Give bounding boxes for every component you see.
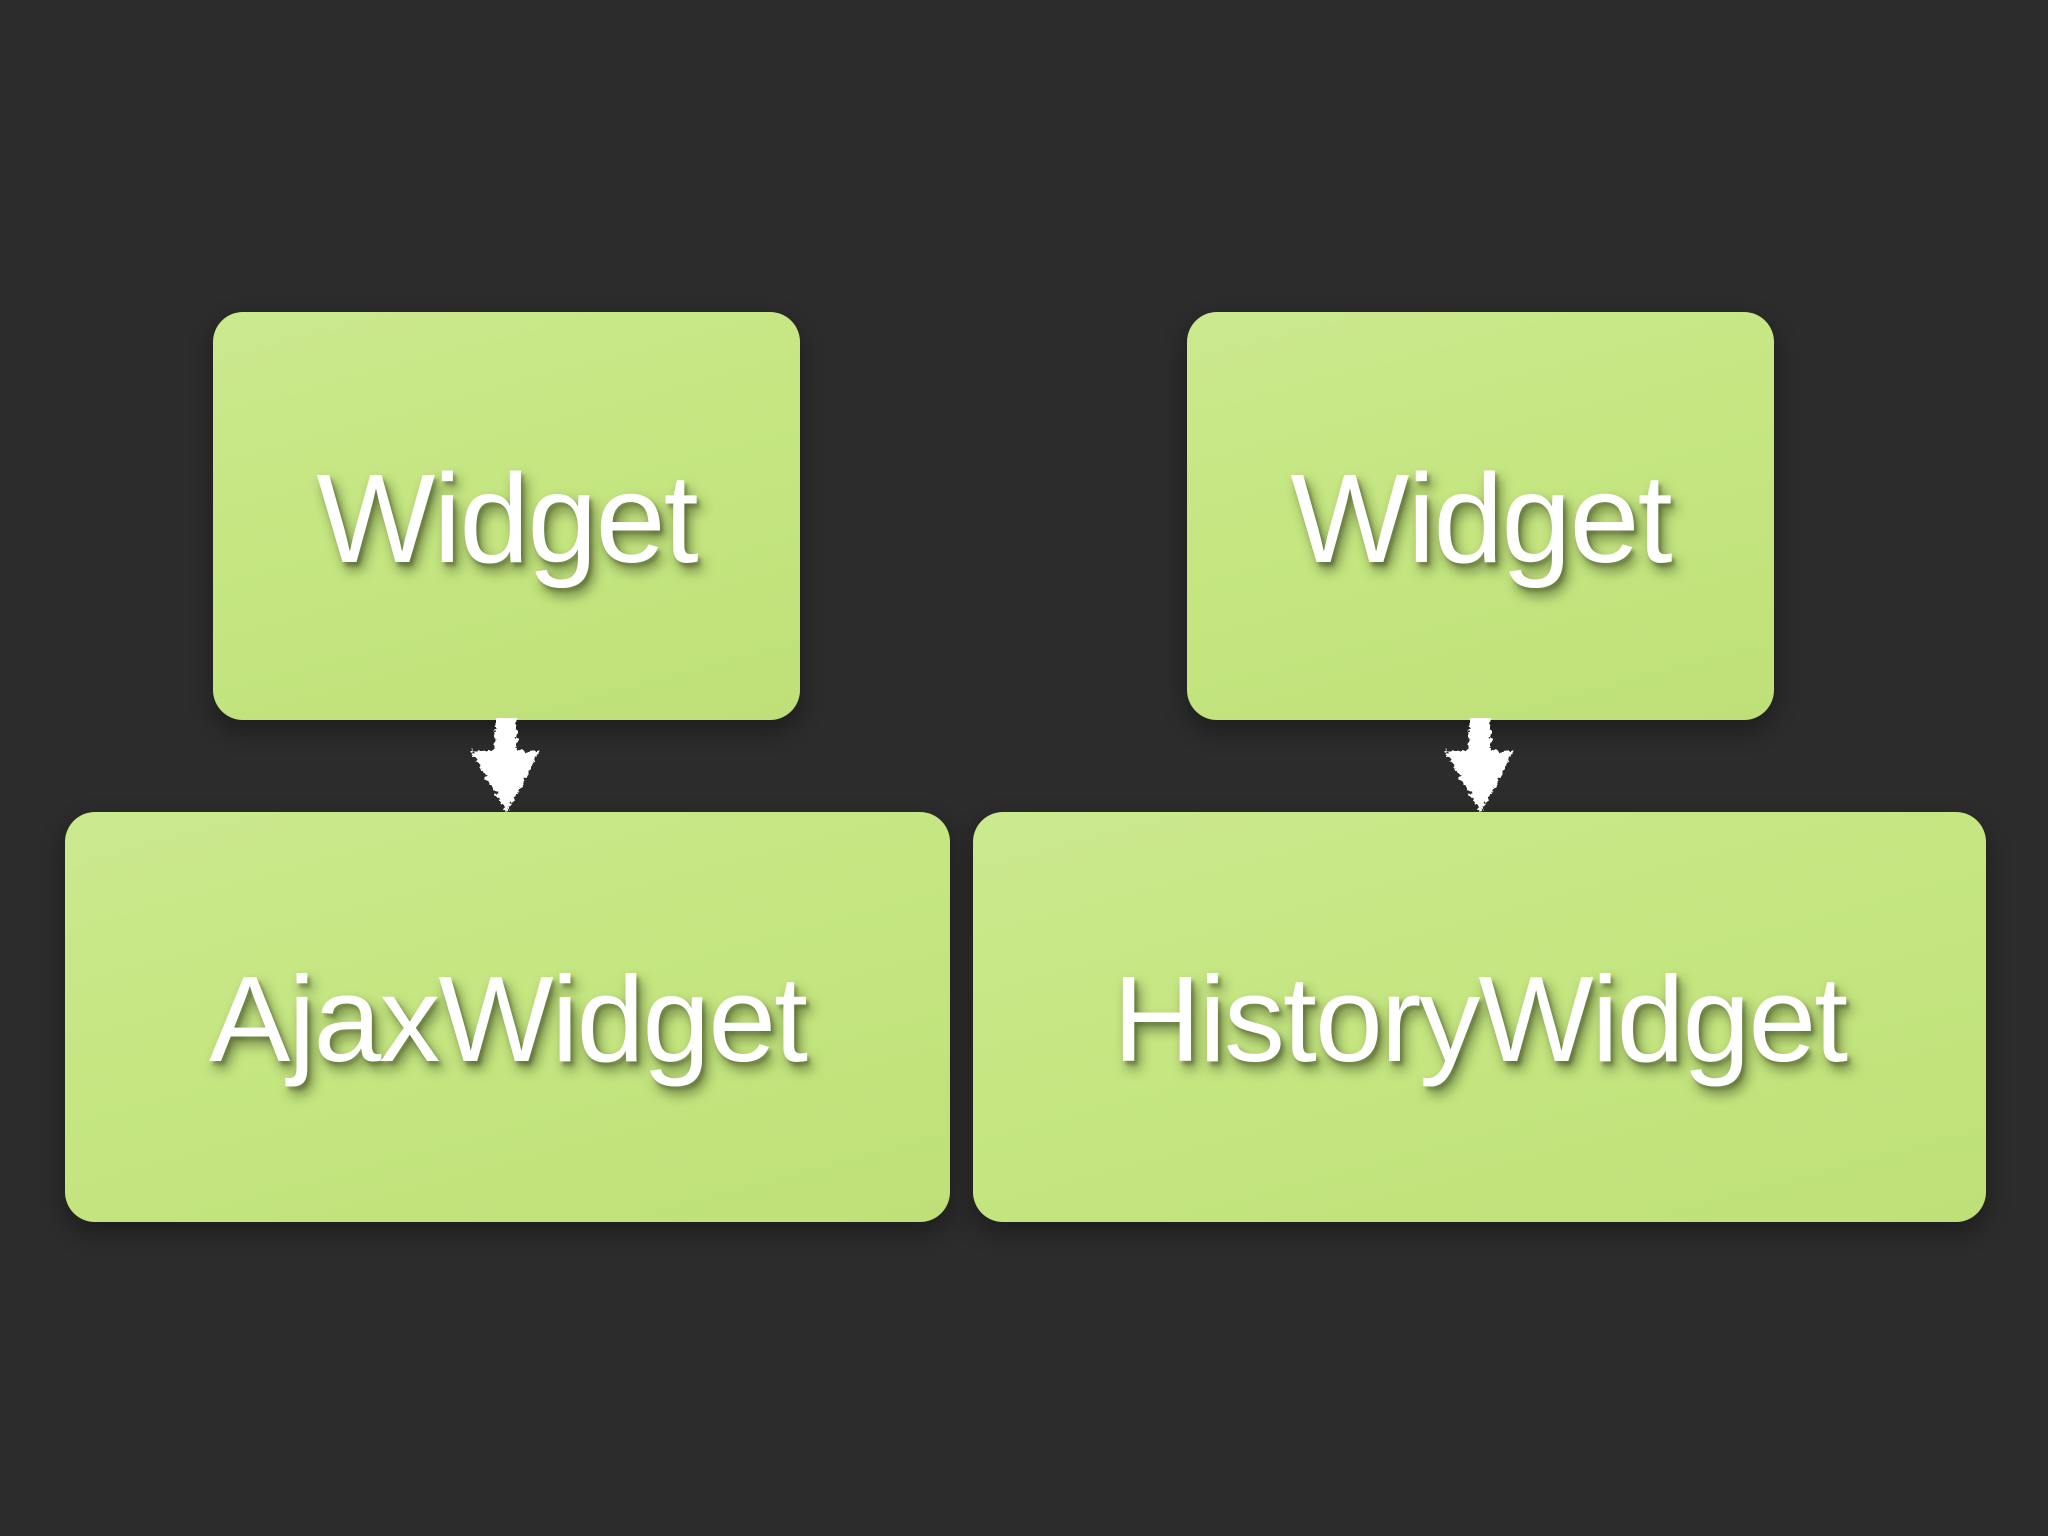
widget-parent-box-left: Widget — [213, 312, 800, 720]
ajaxwidget-box: AjaxWidget — [65, 812, 950, 1222]
historywidget-box: HistoryWidget — [973, 812, 1986, 1222]
historywidget-label: HistoryWidget — [1112, 951, 1848, 1087]
ajaxwidget-label: AjaxWidget — [208, 951, 808, 1087]
widget-parent-label-left: Widget — [316, 447, 698, 589]
down-arrow-icon — [472, 718, 540, 813]
down-arrow-icon — [1446, 718, 1514, 813]
widget-parent-label-right: Widget — [1290, 447, 1672, 589]
widget-parent-box-right: Widget — [1187, 312, 1774, 720]
